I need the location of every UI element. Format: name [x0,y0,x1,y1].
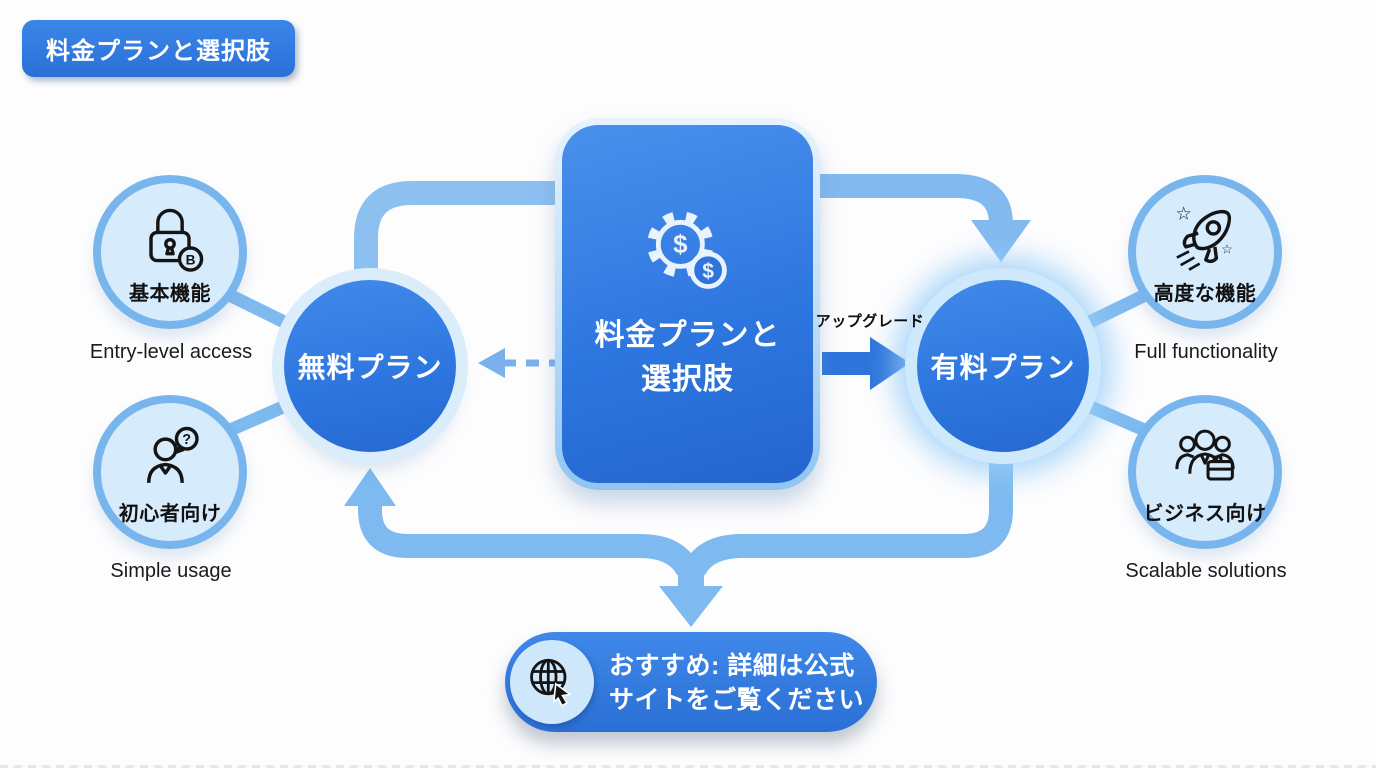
satellite-basic-features-label: 基本機能 [129,282,211,305]
person-question-icon: ? [147,426,199,483]
loop-center-to-free-bottom [358,500,699,577]
gear-dollar-glyph: $ [673,231,688,259]
question-glyph: ? [182,432,191,448]
node-free-plan: 無料プラン [284,280,456,452]
satellite-basic-features: B 基本機能 [93,175,247,329]
center-card: $ $ 料金プランと 選択肢 [555,118,820,490]
recommendation-text-line2: サイトをご覧ください [609,686,865,714]
globe-circle [510,640,594,724]
satellite-beginner-friendly: ? 初心者向け [93,395,247,549]
caption-basic-features: Entry-level access [89,341,253,363]
satellite-business-oriented: ビジネス向け [1128,395,1282,549]
caption-business-oriented: Scalable solutions [1125,560,1287,582]
center-card-title: 料金プランと 選択肢 [595,314,781,402]
dashed-arrowhead-into-free [478,348,505,378]
recommendation-pill[interactable]: おすすめ: 詳細は公式 サイトをご覧ください [505,632,877,732]
connector-card-to-free-top [354,181,560,276]
connector-card-to-paid-top [815,174,1013,225]
arrowhead-into-recommendation [659,586,723,627]
satellite-beginner-friendly-label: 初心者向け [118,502,222,525]
team-briefcase-icon [1175,429,1235,481]
center-card-title-line2: 選択肢 [641,363,734,396]
star-glyph-small: ☆ [1221,241,1233,256]
cursor-arrow [552,682,572,707]
page-title-badge: 料金プランと選択肢 [22,20,295,77]
upgrade-arrow-label: アップグレード [815,313,925,330]
bottom-edge-artifact [0,765,1376,768]
lock-b-icon: B [149,208,204,272]
recommendation-text-line1: おすすめ: 詳細は公式 [609,652,855,680]
arrowhead-into-paid [971,220,1031,262]
recommendation-text: おすすめ: 詳細は公式 サイトをご覧ください [609,649,864,717]
arrowhead-into-free-bottom [344,468,396,506]
center-card-title-line1: 料金プランと [594,319,781,352]
center-card-body: $ $ 料金プランと 選択肢 [562,125,813,483]
satellite-advanced-features: ☆ ☆ 高度な機能 [1128,175,1282,329]
lock-b-glyph: B [186,252,196,267]
coin-dollar-glyph: $ [702,260,714,283]
gear-dollar-icon: $ $ [646,211,727,289]
upgrade-arrow-shaft [822,352,870,375]
node-paid-plan: 有料プラン [917,280,1089,452]
satellite-advanced-features-label: 高度な機能 [1153,282,1257,305]
caption-advanced-features: Full functionality [1134,341,1278,363]
upgrade-arrowhead [870,337,910,390]
globe-cursor-icon [530,658,572,707]
rocket-icon: ☆ ☆ [1176,202,1233,271]
caption-beginner-friendly: Simple usage [110,560,232,582]
loop-paid-to-center-bottom [683,450,1013,577]
star-glyph-large: ☆ [1176,202,1192,223]
satellite-business-oriented-label: ビジネス向け [1143,502,1267,525]
